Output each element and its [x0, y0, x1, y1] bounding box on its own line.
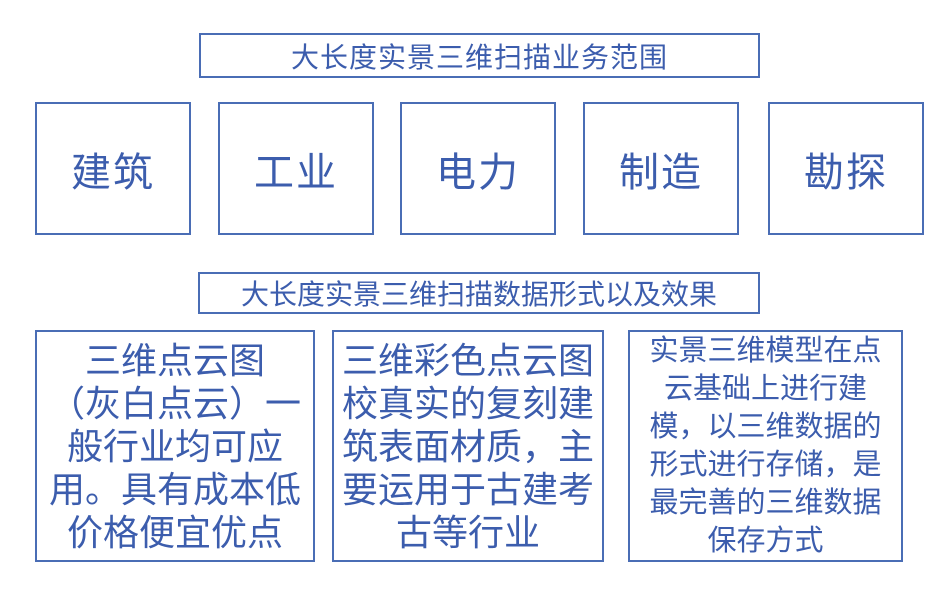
card-color-point-cloud: 三维彩色点云图 校真实的复刻建 筑表面材质，主 要运用于古建考 古等行业 [332, 330, 604, 562]
category-label-exploration: 勘探 [804, 150, 888, 195]
data-format-title-box: 大长度实景三维扫描数据形式以及效果 [198, 272, 760, 314]
category-label-industry: 工业 [254, 150, 338, 195]
category-box-architecture: 建筑 [35, 102, 191, 235]
category-box-industry: 工业 [218, 102, 374, 235]
category-label-electric-power: 电力 [436, 150, 520, 195]
category-box-manufacturing: 制造 [583, 102, 739, 235]
card-reality-3d-model: 实景三维模型在点 云基础上进行建 模，以三维数据的 形式进行存储，是 最完善的三… [628, 330, 903, 562]
business-scope-title-box: 大长度实景三维扫描业务范围 [199, 33, 760, 78]
category-box-exploration: 勘探 [768, 102, 924, 235]
card-reality-3d-model-text: 实景三维模型在点 云基础上进行建 模，以三维数据的 形式进行存储，是 最完善的三… [649, 335, 882, 557]
data-format-title: 大长度实景三维扫描数据形式以及效果 [240, 279, 717, 310]
category-label-manufacturing: 制造 [619, 150, 703, 195]
category-label-architecture: 建筑 [71, 150, 155, 195]
category-box-electric-power: 电力 [400, 102, 556, 235]
card-grey-point-cloud-text: 三维点云图 （灰白点云）一 般行业均可应 用。具有成本低 价格便宜优点 [48, 339, 301, 553]
card-color-point-cloud-text: 三维彩色点云图 校真实的复刻建 筑表面材质，主 要运用于古建考 古等行业 [341, 339, 594, 553]
business-scope-title: 大长度实景三维扫描业务范围 [290, 41, 668, 73]
card-grey-point-cloud: 三维点云图 （灰白点云）一 般行业均可应 用。具有成本低 价格便宜优点 [35, 330, 315, 562]
